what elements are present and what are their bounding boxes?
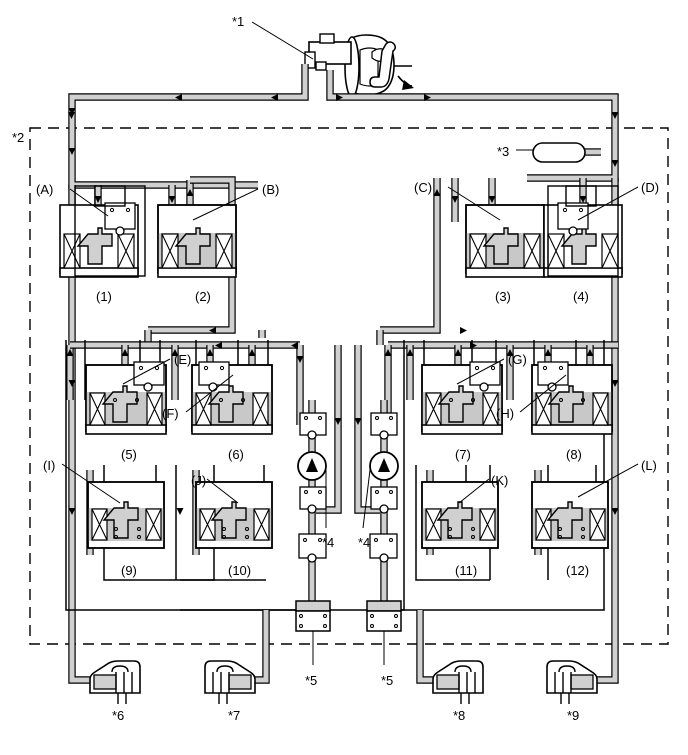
actuator-assembly-boundary: *2 [12, 130, 25, 145]
label-l-leader [577, 463, 639, 498]
label-d: (D) [641, 180, 660, 195]
valve-12: (12) [566, 563, 590, 578]
valve-block-12 [531, 481, 609, 549]
label-b: (B) [262, 182, 280, 197]
reservoir-right [366, 600, 402, 665]
label-e: (E) [174, 352, 192, 367]
valve-block-8 [531, 361, 613, 435]
valve-5: (5) [121, 447, 137, 462]
wheel-cylinder-front-right: *9 [567, 708, 580, 723]
reservoir-right: *5 [381, 673, 394, 688]
valve-block-11 [421, 481, 499, 549]
valve-block-9 [87, 481, 165, 549]
reservoir-left: *5 [305, 673, 318, 688]
valve-block-5 [85, 361, 167, 435]
valve-4: (4) [573, 289, 589, 304]
valve-8: (8) [566, 447, 582, 462]
pump-right: *4 [358, 535, 371, 550]
check-valve-left-upper [299, 412, 327, 440]
label-g-leader [456, 358, 505, 385]
label-f-leader [185, 374, 234, 413]
check-valve-right-bottom [369, 533, 398, 563]
pump-left [297, 451, 327, 481]
reservoir-left [295, 600, 331, 665]
label-f: (F) [162, 406, 179, 421]
label-c: (C) [414, 180, 433, 195]
wheel-cylinder-front-left: *6 [112, 708, 125, 723]
valve-2: (2) [195, 289, 211, 304]
label-d-leader [577, 186, 639, 221]
label-c-leader [447, 186, 501, 221]
wheel-cylinder-9 [546, 660, 598, 704]
valve-11: (11) [455, 563, 478, 578]
wheel-cylinder-6 [89, 660, 141, 704]
check-valve-right-upper [370, 412, 398, 440]
valve-7: (7) [455, 447, 471, 462]
valve-3: (3) [495, 289, 511, 304]
wheel-cylinder-7 [204, 660, 256, 704]
label-k: (K) [491, 473, 509, 488]
label-a-leader [69, 188, 109, 217]
valve-block-1 [59, 185, 146, 278]
pump-right [369, 451, 399, 481]
label-i-leader [61, 463, 121, 504]
check-valve-left-bottom [298, 533, 327, 563]
label-leader-lines [61, 186, 639, 504]
label-j: (J) [191, 473, 207, 488]
label-b-leader [192, 188, 259, 221]
label-l: (L) [641, 458, 657, 473]
label-h: (H) [496, 406, 515, 421]
label-e-leader [122, 358, 171, 385]
check-valve-right-lower [370, 486, 398, 514]
wheel-cylinder-8 [432, 660, 484, 704]
accumulator-body [532, 142, 586, 163]
valve-1: (1) [96, 289, 112, 304]
valve-10: (10) [228, 563, 252, 578]
valve-6: (6) [228, 447, 244, 462]
label-i: (I) [43, 458, 56, 473]
label-j-leader [206, 478, 239, 504]
pump-left: *4 [322, 535, 335, 550]
valve-block-2 [157, 204, 237, 278]
valve-block-4 [543, 185, 623, 278]
brake-booster-master-cylinder: *1 [232, 14, 245, 29]
brake-booster-assembly [251, 21, 414, 98]
label-h-leader [519, 374, 567, 413]
accumulator: *3 [497, 144, 510, 159]
valve-block-3 [465, 204, 545, 278]
valve-block-7 [421, 361, 503, 435]
label-k-leader [458, 478, 490, 504]
label-g: (G) [508, 352, 527, 367]
wheel-cylinder-rear-left: *7 [228, 708, 241, 723]
valve-9: (9) [121, 563, 137, 578]
check-valve-left-lower [299, 486, 327, 514]
label-a: (A) [36, 182, 54, 197]
valve-block-10 [195, 481, 273, 549]
wheel-cylinder-rear-right: *8 [453, 708, 466, 723]
